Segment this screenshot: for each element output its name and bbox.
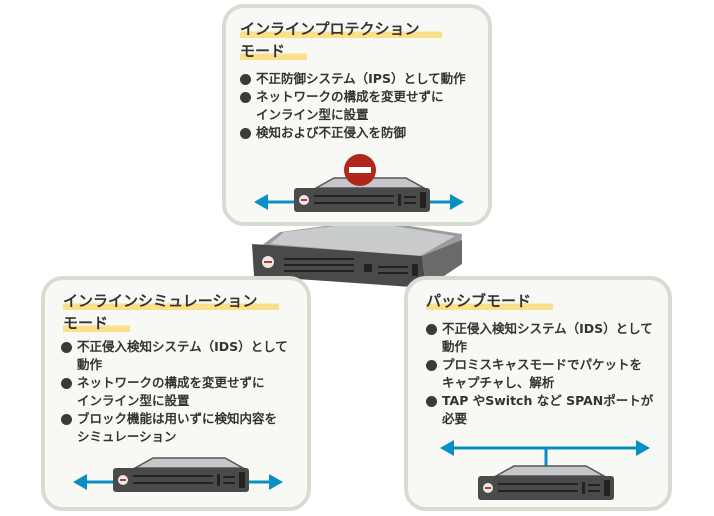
inline-simulation-illustration [73, 457, 283, 492]
item-text: 必要 [442, 411, 468, 426]
title-line: パッシブモード [426, 290, 554, 312]
panel-passive: パッシブモード 不正侵入検知システム（IDS）として動作 プロミスキャスモードで… [404, 276, 672, 511]
item-text: 不正侵入検知システム（IDS）として [77, 339, 288, 354]
item-text: 不正防御システム（IPS）として動作 [256, 71, 466, 86]
item-text: プロミスキャスモードでパケットを [442, 357, 643, 372]
title-line: モード [63, 312, 131, 334]
title-line: インラインシミュレーション [63, 290, 280, 312]
item-text: インライン型に設置 [77, 393, 190, 408]
list-item: ブロック機能は用いずに検知内容をシミュレーション [61, 410, 288, 446]
panel-inline-simulation: インラインシミュレーション モード 不正侵入検知システム（IDS）として動作 ネ… [41, 276, 311, 511]
panel-title: インラインシミュレーション モード [63, 290, 280, 334]
list-item: 不正防御システム（IPS）として動作 [240, 70, 466, 88]
title-line: モード [240, 40, 308, 62]
item-text: TAP やSwitch など SPANポートが [442, 393, 654, 408]
list-item: 不正侵入検知システム（IDS）として動作 [426, 320, 653, 356]
panel-inline-protection: インラインプロテクション モード 不正防御システム（IPS）として動作 ネットワ… [222, 4, 492, 226]
item-text: シミュレーション [77, 429, 177, 444]
list-item: 検知および不正侵入を防御 [240, 124, 466, 142]
item-text: ネットワークの構成を変更せずに [77, 375, 265, 390]
item-text: インライン型に設置 [256, 107, 369, 122]
list-item: ネットワークの構成を変更せずにインライン型に設置 [240, 88, 466, 124]
item-text: ブロック機能は用いずに検知内容を [77, 411, 278, 426]
feature-list: 不正侵入検知システム（IDS）として動作 プロミスキャスモードでパケットをキャプ… [426, 320, 653, 428]
feature-list: 不正防御システム（IPS）として動作 ネットワークの構成を変更せずにインライン型… [240, 70, 466, 142]
item-text: 動作 [77, 357, 103, 372]
list-item: プロミスキャスモードでパケットをキャプチャし、解析 [426, 356, 653, 392]
item-text: キャプチャし、解析 [442, 375, 555, 390]
feature-list: 不正侵入検知システム（IDS）として動作 ネットワークの構成を変更せずにインライ… [61, 338, 288, 446]
title-line: インラインプロテクション [240, 18, 442, 40]
list-item: ネットワークの構成を変更せずにインライン型に設置 [61, 374, 288, 410]
list-item: 不正侵入検知システム（IDS）として動作 [61, 338, 288, 374]
item-text: 不正侵入検知システム（IDS）として [442, 321, 653, 336]
list-item: TAP やSwitch など SPANポートが必要 [426, 392, 653, 428]
passive-tap-illustration [440, 440, 650, 500]
item-text: 動作 [442, 339, 468, 354]
panel-title: インラインプロテクション モード [240, 18, 442, 62]
panel-title: パッシブモード [426, 290, 554, 312]
inline-block-illustration [254, 154, 464, 212]
item-text: ネットワークの構成を変更せずに [256, 89, 444, 104]
item-text: 検知および不正侵入を防御 [256, 125, 407, 140]
